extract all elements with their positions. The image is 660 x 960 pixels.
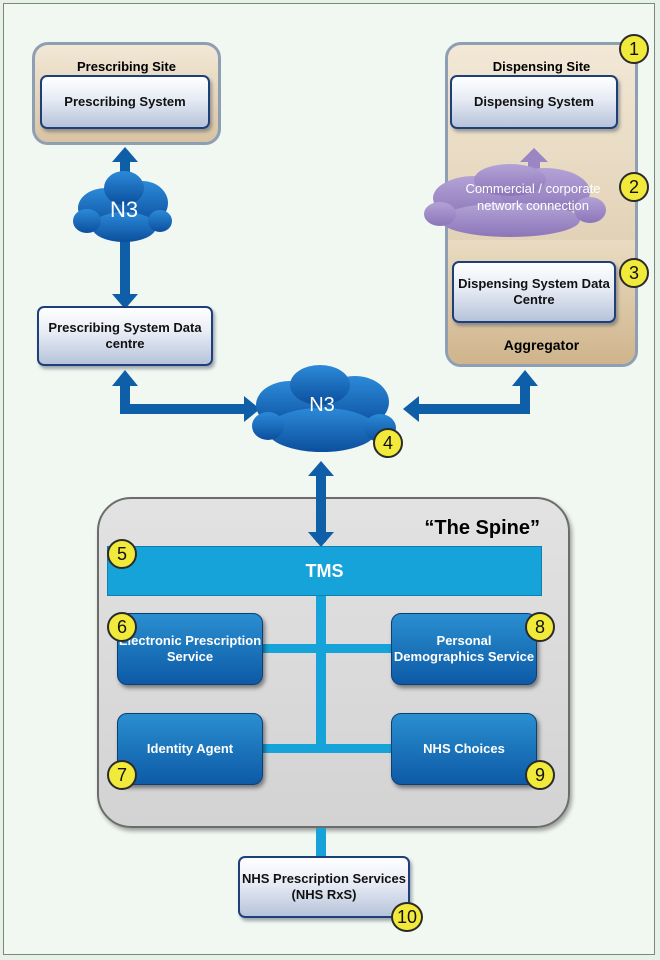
badge-3: 3 (619, 258, 649, 288)
nhs-rxs-box: NHS Prescription Services (NHS RxS) (238, 856, 410, 918)
n3-prescribing-label: N3 (109, 197, 139, 222)
badge-4: 4 (373, 428, 403, 458)
commercial-network-cloud (424, 164, 606, 237)
dispensing-system-box: Dispensing System (450, 75, 618, 129)
badge-6: 6 (107, 612, 137, 642)
left-n3-arrow (112, 370, 260, 422)
dispensing-site-title: Dispensing Site (492, 59, 591, 74)
aggregator-label: Aggregator (503, 337, 580, 353)
prescribing-system-box: Prescribing System (40, 75, 210, 129)
tms-bar: TMS (107, 546, 542, 596)
dispensing-data-centre-box: Dispensing System Data Centre (452, 261, 616, 323)
n3-to-spine-arrow (308, 461, 334, 547)
badge-8: 8 (525, 612, 555, 642)
badge-5: 5 (107, 539, 137, 569)
prescribing-site-title: Prescribing Site (77, 59, 176, 74)
badge-1: 1 (619, 34, 649, 64)
identity-agent-box: Identity Agent (117, 713, 263, 785)
pds-box: Personal Demographics Service (391, 613, 537, 685)
badge-10: 10 (391, 902, 423, 932)
right-n3-arrow (403, 370, 538, 422)
badge-7: 7 (107, 760, 137, 790)
n3-cloud-central (252, 365, 396, 452)
eps-box: Electronic Prescription Service (117, 613, 263, 685)
spine-title: “The Spine” (424, 517, 540, 539)
badge-2: 2 (619, 172, 649, 202)
prescribing-data-centre-box: Prescribing System Data centre (37, 306, 213, 366)
spine-bus-lines (262, 594, 392, 753)
tms-to-rxs-line (316, 828, 326, 858)
nhs-choices-box: NHS Choices (391, 713, 537, 785)
n3-central-label: N3 (309, 394, 335, 416)
n3-cloud-prescribing (73, 171, 172, 242)
commercial-network-label: Commercial / corporate network connectio… (465, 181, 601, 213)
badge-9: 9 (525, 760, 555, 790)
